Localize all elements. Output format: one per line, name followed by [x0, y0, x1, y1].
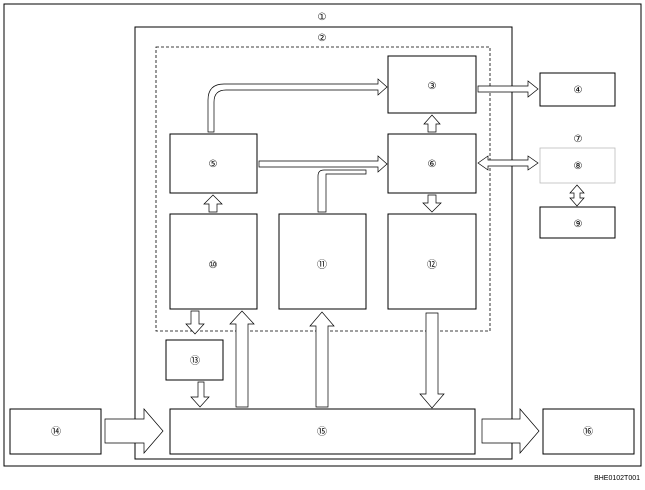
block-3 [387, 55, 477, 114]
arrow-14-to-15 [104, 408, 164, 454]
arrow-8-9-bidirectional [569, 184, 585, 207]
label-14: ⑭ [51, 426, 61, 438]
arrow-10-to-5 [203, 194, 223, 213]
label-8: ⑧ [574, 161, 583, 172]
label-5: ⑤ [209, 159, 218, 170]
label-4: ④ [574, 85, 583, 96]
arrow-5-to-6 [258, 155, 388, 173]
arrow-15-to-11 [309, 311, 335, 408]
label-12: ⑫ [427, 259, 437, 271]
block-11 [278, 213, 367, 310]
block-4 [539, 72, 616, 107]
label-9: ⑨ [574, 219, 583, 230]
label-1: ① [318, 12, 327, 23]
arrow-15-to-16 [481, 408, 540, 454]
arrow-15-to-10 [229, 310, 255, 408]
label-13: ⑬ [190, 355, 200, 367]
block-6 [387, 133, 477, 194]
label-15: ⑮ [317, 426, 327, 438]
label-6: ⑥ [428, 159, 437, 170]
block-10 [169, 213, 258, 310]
label-3: ③ [428, 81, 437, 92]
block-12 [387, 213, 477, 310]
block-1 [134, 26, 513, 460]
label-16: ⑯ [583, 426, 593, 438]
arrow-6-8-bidirectional [477, 155, 539, 171]
label-11: ⑪ [317, 259, 327, 271]
arrow-3-to-4 [477, 80, 539, 98]
outer-frame [3, 3, 642, 467]
arrow-10-to-13 [185, 310, 205, 335]
block-13 [165, 339, 224, 381]
arrow-13-to-15 [190, 381, 210, 408]
arrow-6-to-12 [422, 194, 442, 213]
block-14 [9, 408, 102, 455]
arrow-5-to-3 [207, 78, 388, 133]
label-10: ⑩ [209, 260, 218, 271]
block-9 [539, 206, 616, 239]
block-8 [539, 147, 616, 184]
arrow-11-to-6 [317, 169, 367, 213]
label-2: ② [318, 33, 327, 44]
label-7: ⑦ [574, 134, 583, 145]
arrow-12-to-15 [419, 312, 445, 409]
figure-code: BHE0102T001 [594, 475, 640, 482]
block-15 [169, 408, 476, 455]
block-5 [169, 133, 258, 194]
block-16 [542, 408, 635, 455]
arrow-6-to-3 [423, 114, 441, 133]
